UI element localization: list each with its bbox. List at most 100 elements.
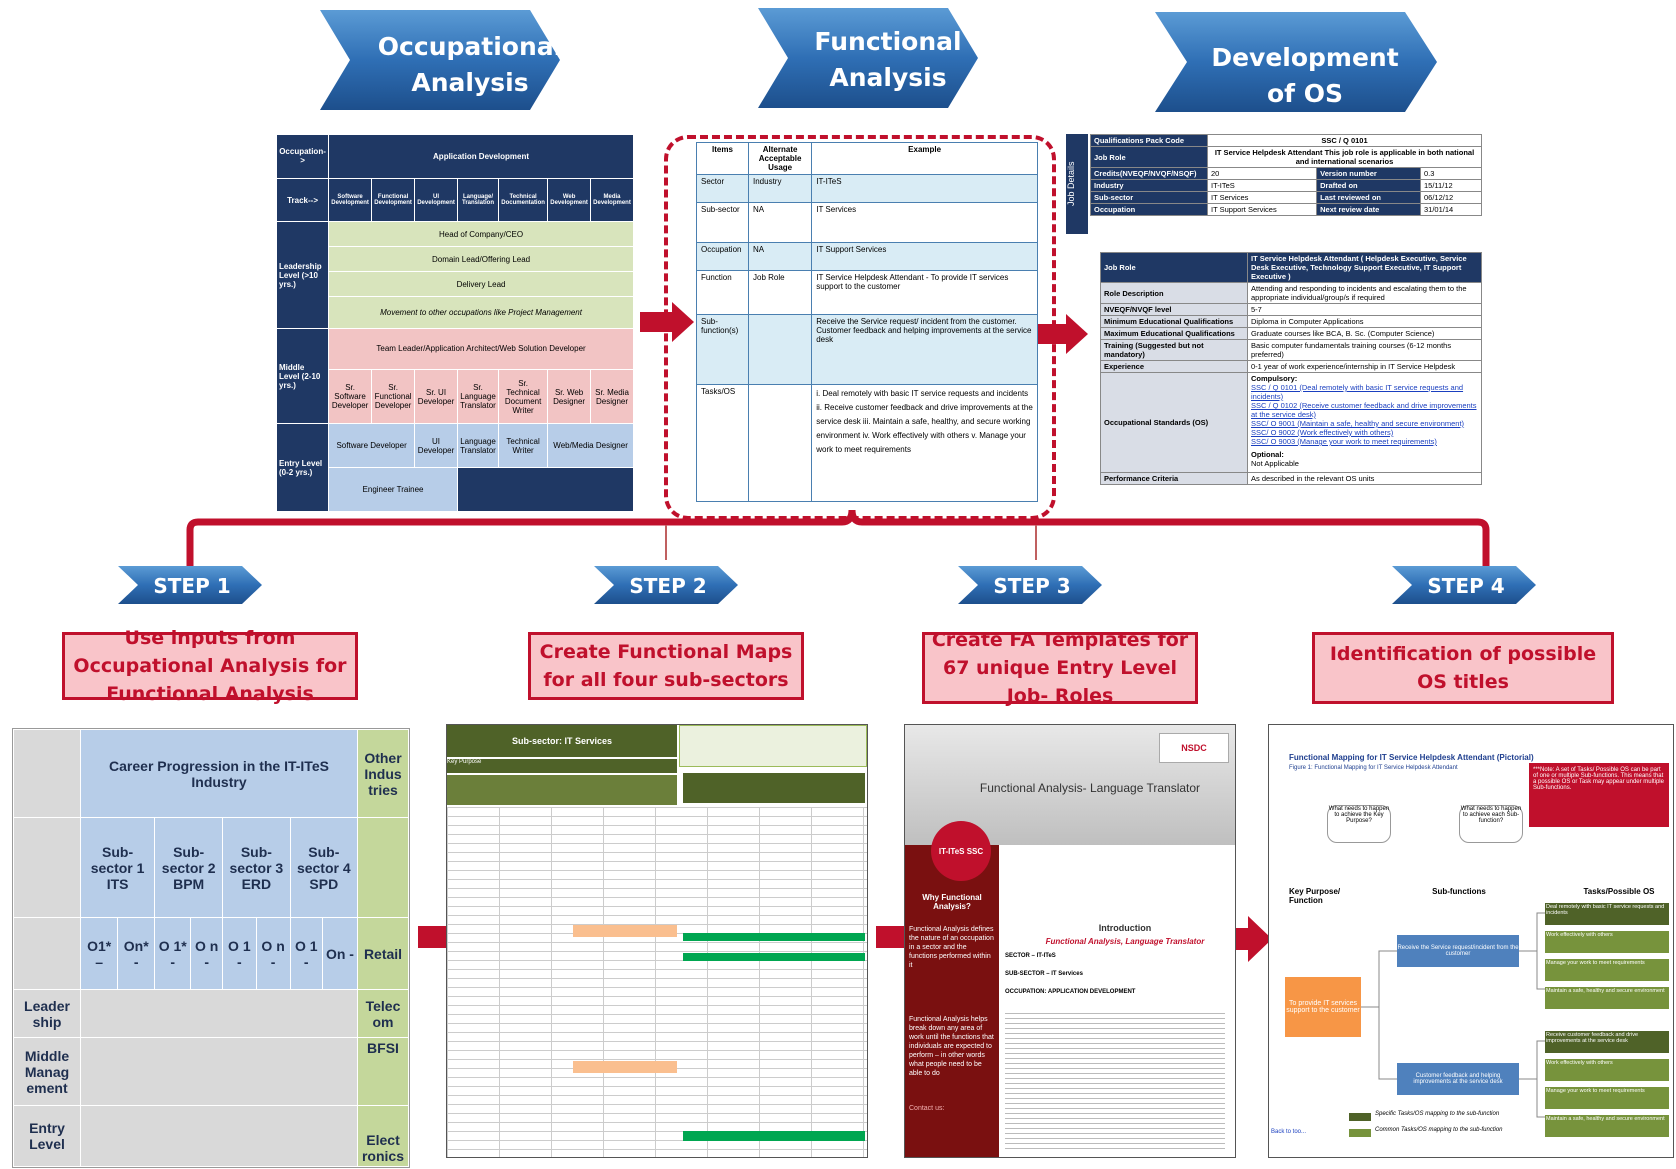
fa-template-thumbnail: NSDC Functional Analysis- Language Trans… — [904, 724, 1236, 1158]
qp-label: Qualifications Pack Code — [1090, 134, 1208, 147]
contents-block: Contents 1. Introduction and Genesis 2. … — [1065, 845, 1225, 873]
ssc-badge: IT-ITeS SSC — [931, 821, 991, 881]
step-1-chevron: STEP 1 — [118, 566, 262, 604]
pm-task: Maintain a safe, healthy and secure envi… — [1545, 987, 1669, 1009]
middle-role: Sr. Media Designer — [590, 369, 634, 425]
fa-example: IT Support Services — [811, 242, 1038, 271]
pm-legend: Specific Tasks/OS mapping to the sub-fun… — [1375, 1111, 1500, 1117]
fa-item: Sub-function(s) — [696, 314, 749, 385]
jd-label: Minimum Educational Qualifications — [1100, 315, 1248, 328]
jd-value: IT Service Helpdesk Attendant ( Helpdesk… — [1247, 252, 1482, 283]
entry-role: Technical Writer — [498, 423, 549, 469]
fa-item: Occupation — [696, 242, 749, 271]
qp-grid-cell: 31/01/14 — [1420, 203, 1482, 216]
middle-top: Team Leader/Application Architect/Web So… — [328, 327, 634, 371]
jd-label: Job Role — [1100, 252, 1248, 283]
fa-alt — [747, 384, 813, 502]
level: Leader ship — [13, 989, 81, 1038]
entry-label: Entry Level (0-2 yrs.) — [275, 423, 330, 512]
jd-value: 0-1 year of work experience/internship i… — [1247, 360, 1482, 373]
fa-dashed-outline — [664, 135, 1056, 520]
occupation-value: Application Development — [328, 134, 634, 179]
svg-text:STEP 1: STEP 1 — [153, 574, 230, 598]
why-bullet: Functional Analysis defines the nature o… — [909, 926, 994, 969]
middle-label: Middle Level (2-10 yrs.) — [275, 327, 330, 425]
track: Software Development — [328, 177, 373, 223]
why-fa: Why Functional Analysis? — [922, 893, 982, 911]
jd-value: Graduate courses like BCA, B. Sc. (Compu… — [1247, 327, 1482, 340]
top-chevrons: Occupational Analysis Functional Analysi… — [320, 8, 1437, 112]
chevron-1-line2: Analysis — [411, 68, 528, 97]
jd-label: NVEQF/NVQF level — [1100, 303, 1248, 316]
qp-grid-cell: IT Services — [1206, 191, 1318, 204]
track: UI Development — [414, 177, 458, 223]
os-optional-value: Not Applicable — [1251, 459, 1299, 468]
toc-item: 2. Methodology for Functional Mapping ..… — [1065, 859, 1204, 866]
perf-label: Performance Criteria — [1100, 472, 1248, 485]
why-bullet: Functional Analysis helps break down any… — [909, 1016, 994, 1077]
fa-example: IT-ITeS — [811, 174, 1038, 203]
fa-doc-title: Functional Analysis- Language Translator — [979, 781, 1201, 795]
fa-item: Tasks/OS — [696, 384, 749, 502]
qp-grid-cell: IT Support Services — [1206, 203, 1318, 216]
code: On* - — [117, 917, 156, 990]
fm-purpose: Key Purpose — [447, 759, 677, 773]
jd-label: Role Description — [1100, 282, 1248, 304]
chevron-2-line1: Functional — [814, 27, 961, 56]
qp-grid-cell: 20 — [1206, 167, 1318, 180]
qp-grid-cell: Next review date — [1316, 203, 1421, 216]
pm-subfunction: Receive the Service request/incident fro… — [1397, 935, 1519, 967]
middle-role: Sr. Technical Document Writer — [498, 369, 549, 425]
pm-fig: Figure 1: Functional Mapping for IT Serv… — [1289, 765, 1458, 771]
os-link[interactable]: SSC/ O 9001 (Maintain a safe, healthy an… — [1251, 419, 1465, 428]
code: O 1 - — [289, 917, 323, 990]
step-3-chevron: STEP 3 — [958, 566, 1102, 604]
chevron-3-line2: of OS — [1267, 79, 1343, 108]
pm-task: Work effectively with others — [1545, 931, 1669, 953]
pm-task: Maintain a safe, healthy and secure envi… — [1545, 1115, 1669, 1137]
os-link[interactable]: SSC/ O 9002 (Work effectively with other… — [1251, 428, 1394, 437]
track-label: Track--> — [275, 177, 330, 223]
subsector: Sub-sector 1 ITS — [79, 817, 156, 918]
qp-table: Job Details Qualifications Pack Code SSC… — [1066, 134, 1482, 234]
level: Middle Manag ement — [13, 1037, 81, 1106]
doc-occupation: OCCUPATION: APPLICATION DEVELOPMENT — [1005, 989, 1136, 995]
os-link[interactable]: SSC / Q 0102 (Receive customer feedback … — [1251, 401, 1477, 419]
arrow-right-icon — [1036, 314, 1088, 354]
qp-label: Job Role — [1090, 146, 1208, 168]
jd-value: Attending and responding to incidents an… — [1247, 282, 1482, 304]
leadership-row: Movement to other occupations like Proje… — [328, 296, 634, 329]
step-chevrons: STEP 1 STEP 2 STEP 3 STEP 4 — [118, 566, 1536, 604]
entry-role: Language Translator — [456, 423, 500, 469]
code: O 1 - — [222, 917, 257, 990]
qp-grid-cell: Version number — [1316, 167, 1421, 180]
os-link[interactable]: SSC / Q 0101 (Deal remotely with basic I… — [1251, 383, 1464, 401]
occupation-table: Occupation-> Application Development Tra… — [275, 134, 635, 512]
code: O 1* - — [154, 917, 192, 990]
fa-example: IT Service Helpdesk Attendant - To provi… — [811, 270, 1038, 315]
middle-role: Sr. Functional Developer — [371, 369, 416, 425]
step-4-chevron: STEP 4 — [1392, 566, 1536, 604]
fm-title: Sub-sector: IT Services — [447, 725, 677, 757]
contents-title: Contents — [1065, 845, 1096, 852]
pm-task: Manage your work to meet requirements — [1545, 959, 1669, 981]
fa-header: Example — [811, 142, 1038, 175]
pm-title: Functional Mapping for IT Service Helpde… — [1289, 753, 1534, 762]
qp-value: IT Service Helpdesk Attendant This job r… — [1207, 146, 1482, 168]
track: Media Development — [590, 177, 634, 223]
industry: BFSI — [357, 1037, 409, 1106]
jd-value: Basic computer fundamentals training cou… — [1247, 339, 1482, 361]
code: On - — [321, 917, 359, 990]
chevron-occupational-analysis: Occupational Analysis — [320, 10, 562, 110]
pm-task: Receive customer feedback and drive impr… — [1545, 1031, 1669, 1053]
career-table: Career Progression in the IT-ITeS Indust… — [12, 728, 410, 1168]
industry: Elect ronics — [357, 1105, 409, 1167]
fa-example: IT Services — [811, 202, 1038, 243]
pm-back-link[interactable]: Back to too... — [1271, 1129, 1307, 1135]
qp-grid-cell: Drafted on — [1316, 179, 1421, 192]
qp-grid-cell: 0.3 — [1420, 167, 1482, 180]
entry-role: UI Developer — [414, 423, 458, 469]
arrow-right-icon — [1220, 916, 1272, 962]
os-link[interactable]: SSC/ O 9003 (Manage your work to meet re… — [1251, 437, 1437, 446]
industry: Retail — [357, 917, 409, 990]
